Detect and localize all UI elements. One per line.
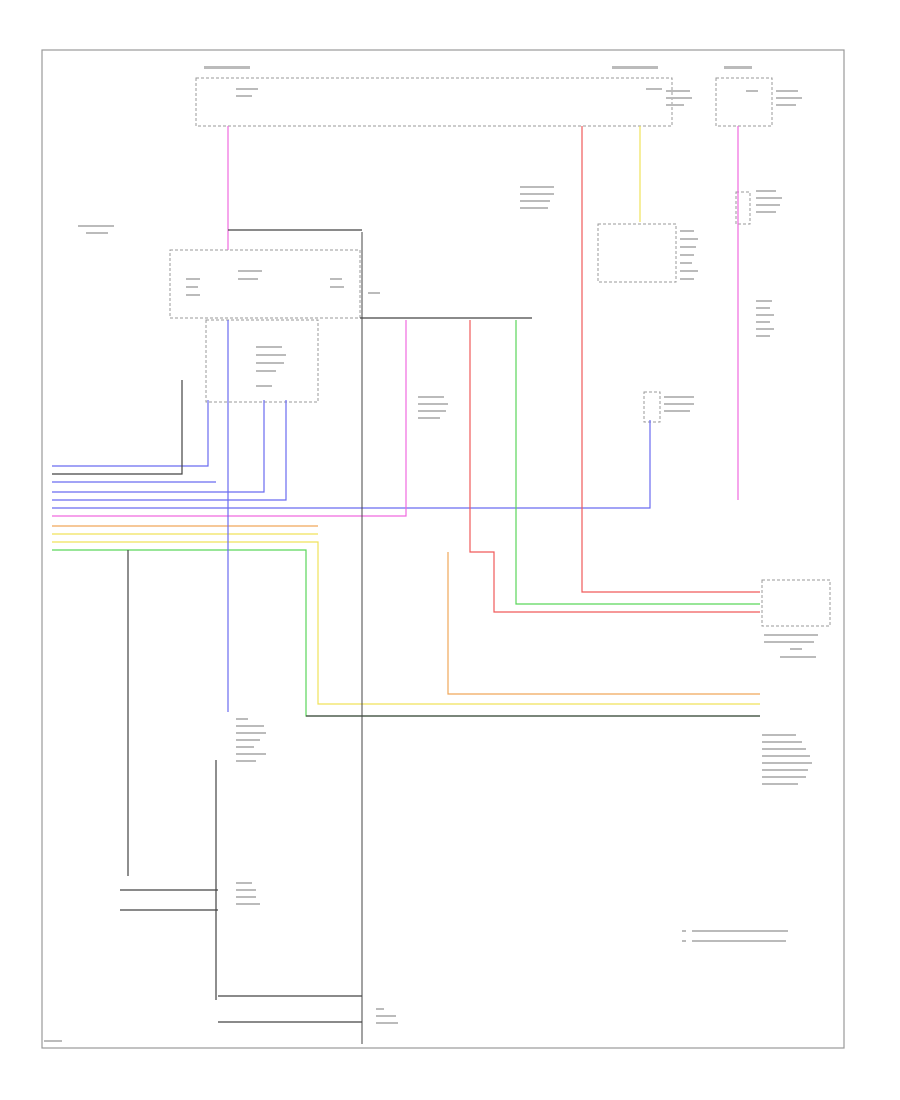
switch-module-text <box>78 225 380 387</box>
diagram-frame <box>41 49 845 1049</box>
wire-group <box>52 126 760 1044</box>
bus-wire-5 <box>52 400 287 501</box>
bus-wire-4 <box>52 400 265 493</box>
fuse-box-left <box>195 77 773 127</box>
green-feed <box>515 320 760 605</box>
bus-wire-6 <box>52 420 651 509</box>
bus-wire-2 <box>52 380 183 475</box>
switch-module <box>169 249 361 403</box>
relay-blocks <box>597 191 831 627</box>
red-feed <box>581 126 760 593</box>
legend <box>682 930 788 942</box>
red-feed-2 <box>469 320 760 613</box>
bus-wire-1 <box>52 400 209 467</box>
bus-wire-10 <box>52 541 760 705</box>
bus-wire-11 <box>52 549 760 717</box>
bus-wire-7 <box>52 320 407 517</box>
right-labels <box>44 186 818 1042</box>
fuse-box-titles <box>204 66 802 106</box>
orange-feed <box>447 552 760 695</box>
